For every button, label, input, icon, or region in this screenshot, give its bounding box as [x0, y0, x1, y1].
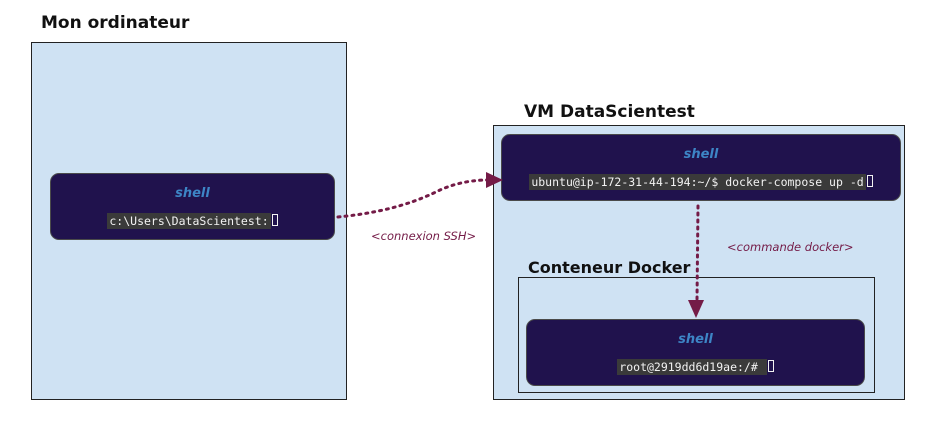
docker-container-title: Conteneur Docker: [528, 258, 691, 277]
vm-shell-prompt: ubuntu@ip-172-31-44-194:~/$ docker-compo…: [502, 173, 900, 191]
docker-shell-prompt: root@2919dd6d19ae:/#: [527, 358, 864, 376]
ssh-connection-arrow: [336, 178, 490, 219]
docker-shell-label: shell: [678, 332, 713, 347]
cursor-icon: [271, 214, 278, 226]
cursor-icon: [866, 175, 873, 187]
docker-shell-command: root@2919dd6d19ae:/#: [617, 359, 767, 375]
vm-shell-label: shell: [683, 147, 719, 162]
local-shell-prompt: c:\Users\DataScientest:: [51, 212, 334, 230]
docker-shell-box: shell root@2919dd6d19ae:/#: [526, 319, 865, 386]
local-shell-box: shell c:\Users\DataScientest:: [50, 173, 335, 240]
ssh-connection-label: <connexion SSH>: [371, 229, 477, 243]
docker-arrowhead-icon: [688, 300, 704, 318]
ssh-arrowhead-icon: [486, 172, 503, 188]
local-shell-label: shell: [175, 186, 210, 201]
vm-shell-box: shell ubuntu@ip-172-31-44-194:~/$ docker…: [501, 134, 901, 201]
vm-panel-title: VM DataScientest: [524, 102, 695, 122]
local-shell-command: c:\Users\DataScientest:: [107, 213, 271, 229]
cursor-icon: [767, 360, 774, 372]
docker-command-label: <commande docker>: [727, 240, 854, 254]
vm-shell-command: ubuntu@ip-172-31-44-194:~/$ docker-compo…: [529, 174, 866, 190]
docker-command-arrow: [695, 204, 700, 302]
left-panel-title: Mon ordinateur: [41, 13, 190, 33]
